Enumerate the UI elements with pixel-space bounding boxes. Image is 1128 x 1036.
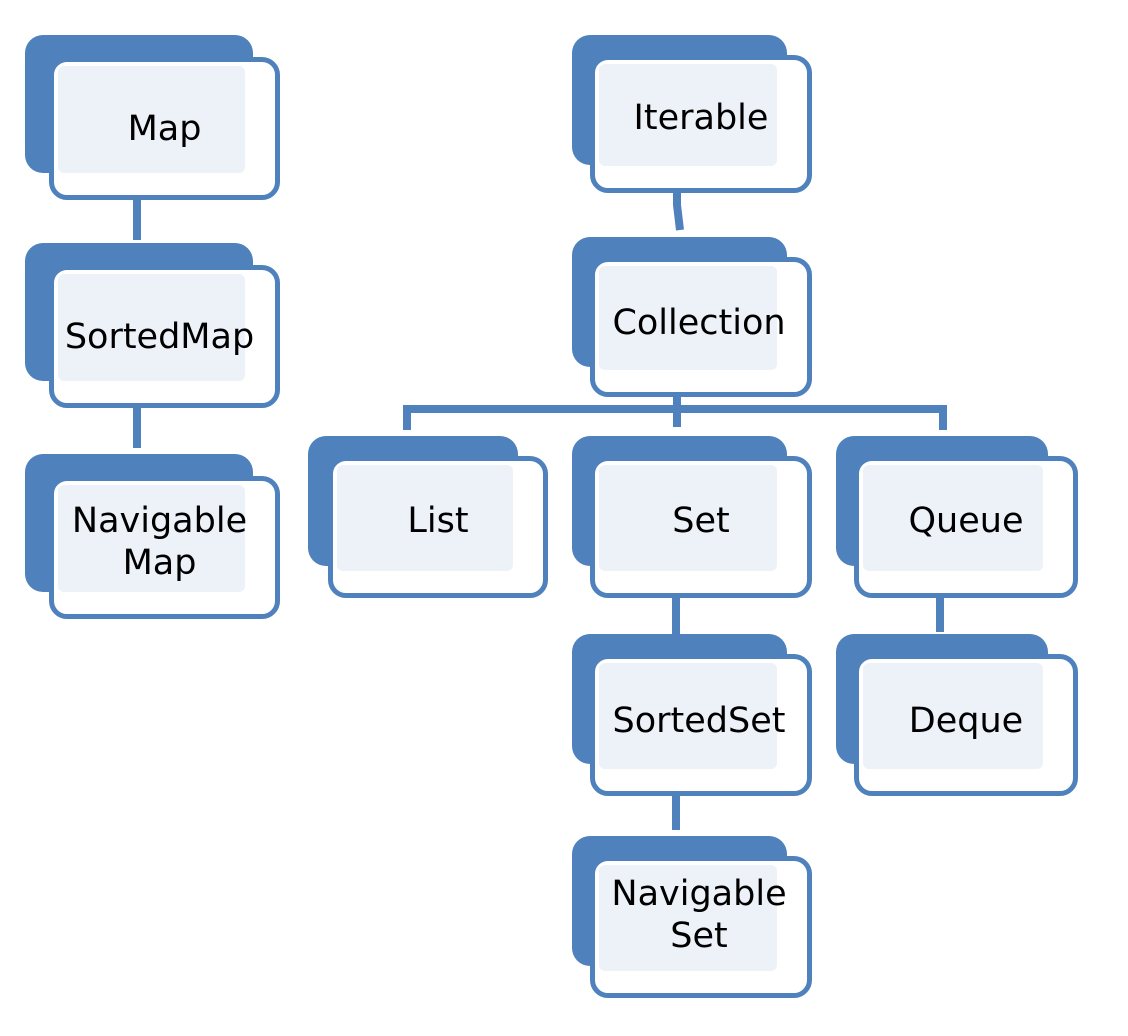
node-set: Set bbox=[572, 436, 812, 598]
node-navigablemap-label: Navigable Map bbox=[71, 500, 248, 583]
node-sortedset: SortedSet bbox=[572, 634, 812, 796]
node-list-label: List bbox=[407, 501, 469, 541]
node-list: List bbox=[308, 436, 548, 598]
node-set-label: Set bbox=[672, 501, 730, 541]
node-navigableset: Navigable Set bbox=[572, 836, 812, 998]
node-sortedset-label: SortedSet bbox=[612, 701, 786, 741]
node-map: Map bbox=[25, 35, 280, 200]
node-deque-label: Deque bbox=[908, 701, 1024, 741]
node-iterable: Iterable bbox=[572, 35, 812, 193]
node-queue-label: Queue bbox=[908, 501, 1024, 541]
node-queue: Queue bbox=[836, 436, 1078, 598]
node-navigablemap: Navigable Map bbox=[25, 454, 280, 619]
node-navigableset-label: Navigable Set bbox=[611, 874, 787, 956]
node-sortedmap-label: SortedMap bbox=[64, 316, 255, 357]
node-iterable-label: Iterable bbox=[633, 98, 769, 138]
edge-iterable-collection bbox=[673, 188, 684, 231]
node-map-label: Map bbox=[127, 108, 202, 149]
node-collection-label: Collection bbox=[612, 303, 786, 343]
node-collection: Collection bbox=[572, 237, 812, 397]
node-sortedmap: SortedMap bbox=[25, 243, 280, 408]
node-deque: Deque bbox=[836, 634, 1078, 796]
